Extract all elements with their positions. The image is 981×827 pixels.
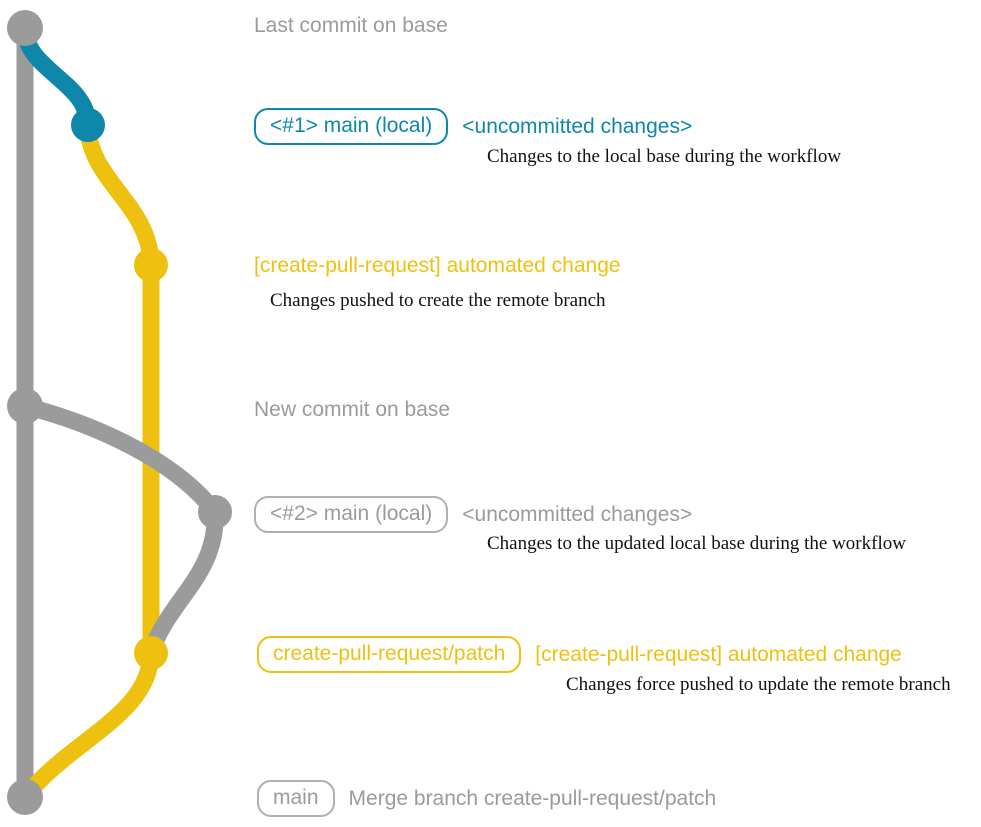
commit-detail-local-uncommitted-2: Changes to the updated local base during… bbox=[487, 533, 906, 554]
ref-badge-main-local-2[interactable]: <#2> main (local) bbox=[254, 496, 449, 534]
commit-headline-automated-change-2: [create-pull-request] automated change bbox=[535, 642, 902, 666]
commit-headline-new-commit-on-base: New commit on base bbox=[254, 398, 451, 421]
edge-patch-2-to-merge bbox=[16, 644, 160, 806]
ref-badge-main[interactable]: main bbox=[257, 780, 335, 818]
edge-base-new-to-local-2 bbox=[16, 397, 224, 521]
commit-headline-local-uncommitted-2: <uncommitted changes> bbox=[462, 502, 693, 526]
commit-row-automated-change-2: create-pull-request/patch [create-pull-r… bbox=[257, 636, 902, 674]
edge-local-1-to-patch-1 bbox=[79, 116, 160, 274]
ref-badge-create-pull-request-patch[interactable]: create-pull-request/patch bbox=[257, 636, 522, 674]
commit-detail-automated-change-2: Changes force pushed to update the remot… bbox=[566, 674, 951, 695]
commit-row-local-uncommitted-1: <#1> main (local) <uncommitted changes> bbox=[254, 108, 693, 146]
commit-node-merge[interactable] bbox=[7, 779, 43, 815]
commit-headline-automated-change-1: [create-pull-request] automated change bbox=[254, 254, 621, 277]
commit-detail-local-uncommitted-1: Changes to the local base during the wor… bbox=[487, 146, 842, 167]
ref-badge-main-local-1[interactable]: <#1> main (local) bbox=[254, 108, 449, 146]
edge-local-2-to-patch-2 bbox=[142, 503, 224, 662]
commit-headline-local-uncommitted-1: <uncommitted changes> bbox=[462, 114, 693, 138]
commit-row-merge: main Merge branch create-pull-request/pa… bbox=[257, 780, 717, 818]
commit-node-local-1[interactable] bbox=[71, 108, 105, 142]
commit-row-local-uncommitted-2: <#2> main (local) <uncommitted changes> bbox=[254, 496, 693, 534]
commit-node-base-top[interactable] bbox=[7, 10, 43, 46]
commit-detail-automated-change-1: Changes pushed to create the remote bran… bbox=[270, 290, 606, 311]
commit-node-patch-2[interactable] bbox=[134, 636, 168, 670]
commit-headline-last-commit-on-base: Last commit on base bbox=[254, 14, 448, 37]
commit-headline-merge: Merge branch create-pull-request/patch bbox=[348, 786, 717, 810]
commit-node-local-2[interactable] bbox=[198, 495, 232, 529]
commit-node-base-new[interactable] bbox=[7, 388, 43, 424]
commit-node-patch-1[interactable] bbox=[134, 248, 168, 282]
